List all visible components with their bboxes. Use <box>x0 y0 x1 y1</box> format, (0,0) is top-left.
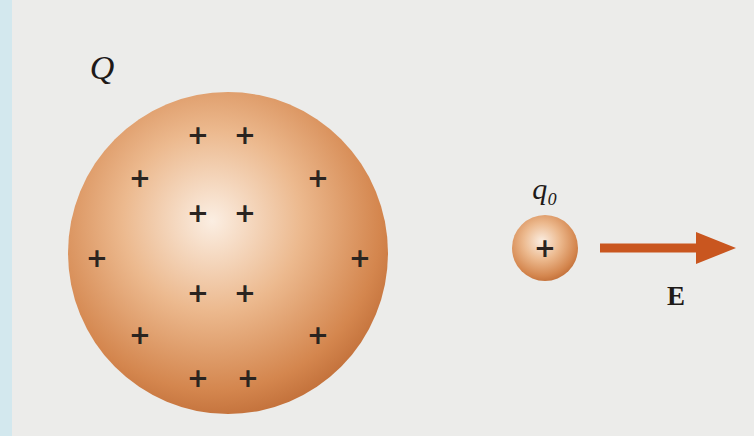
arrow-head <box>696 232 736 264</box>
charge-label: q₀ <box>532 174 557 204</box>
plus-sign: + <box>349 245 371 271</box>
plus-sign: + <box>237 365 259 391</box>
plus-sign: + <box>129 322 151 348</box>
plus-sign: + <box>187 280 209 306</box>
sphere-shape <box>68 92 388 414</box>
arrow-shaft <box>600 244 700 253</box>
charge-label: Q <box>90 51 115 85</box>
charged-sphere: Q++++++++++++++ <box>68 92 388 414</box>
plus-sign: + <box>307 165 329 191</box>
plus-sign: + <box>234 280 256 306</box>
plus-sign: + <box>534 235 556 261</box>
page-strip <box>0 0 12 436</box>
plus-sign: + <box>187 200 209 226</box>
plus-sign: + <box>187 365 209 391</box>
plus-sign: + <box>234 200 256 226</box>
plus-sign: + <box>129 165 151 191</box>
test-charge: q₀+ <box>512 215 578 281</box>
plus-sign: + <box>234 122 256 148</box>
field-label: E <box>667 283 685 310</box>
plus-sign: + <box>307 322 329 348</box>
plus-sign: + <box>86 245 108 271</box>
plus-sign: + <box>187 122 209 148</box>
